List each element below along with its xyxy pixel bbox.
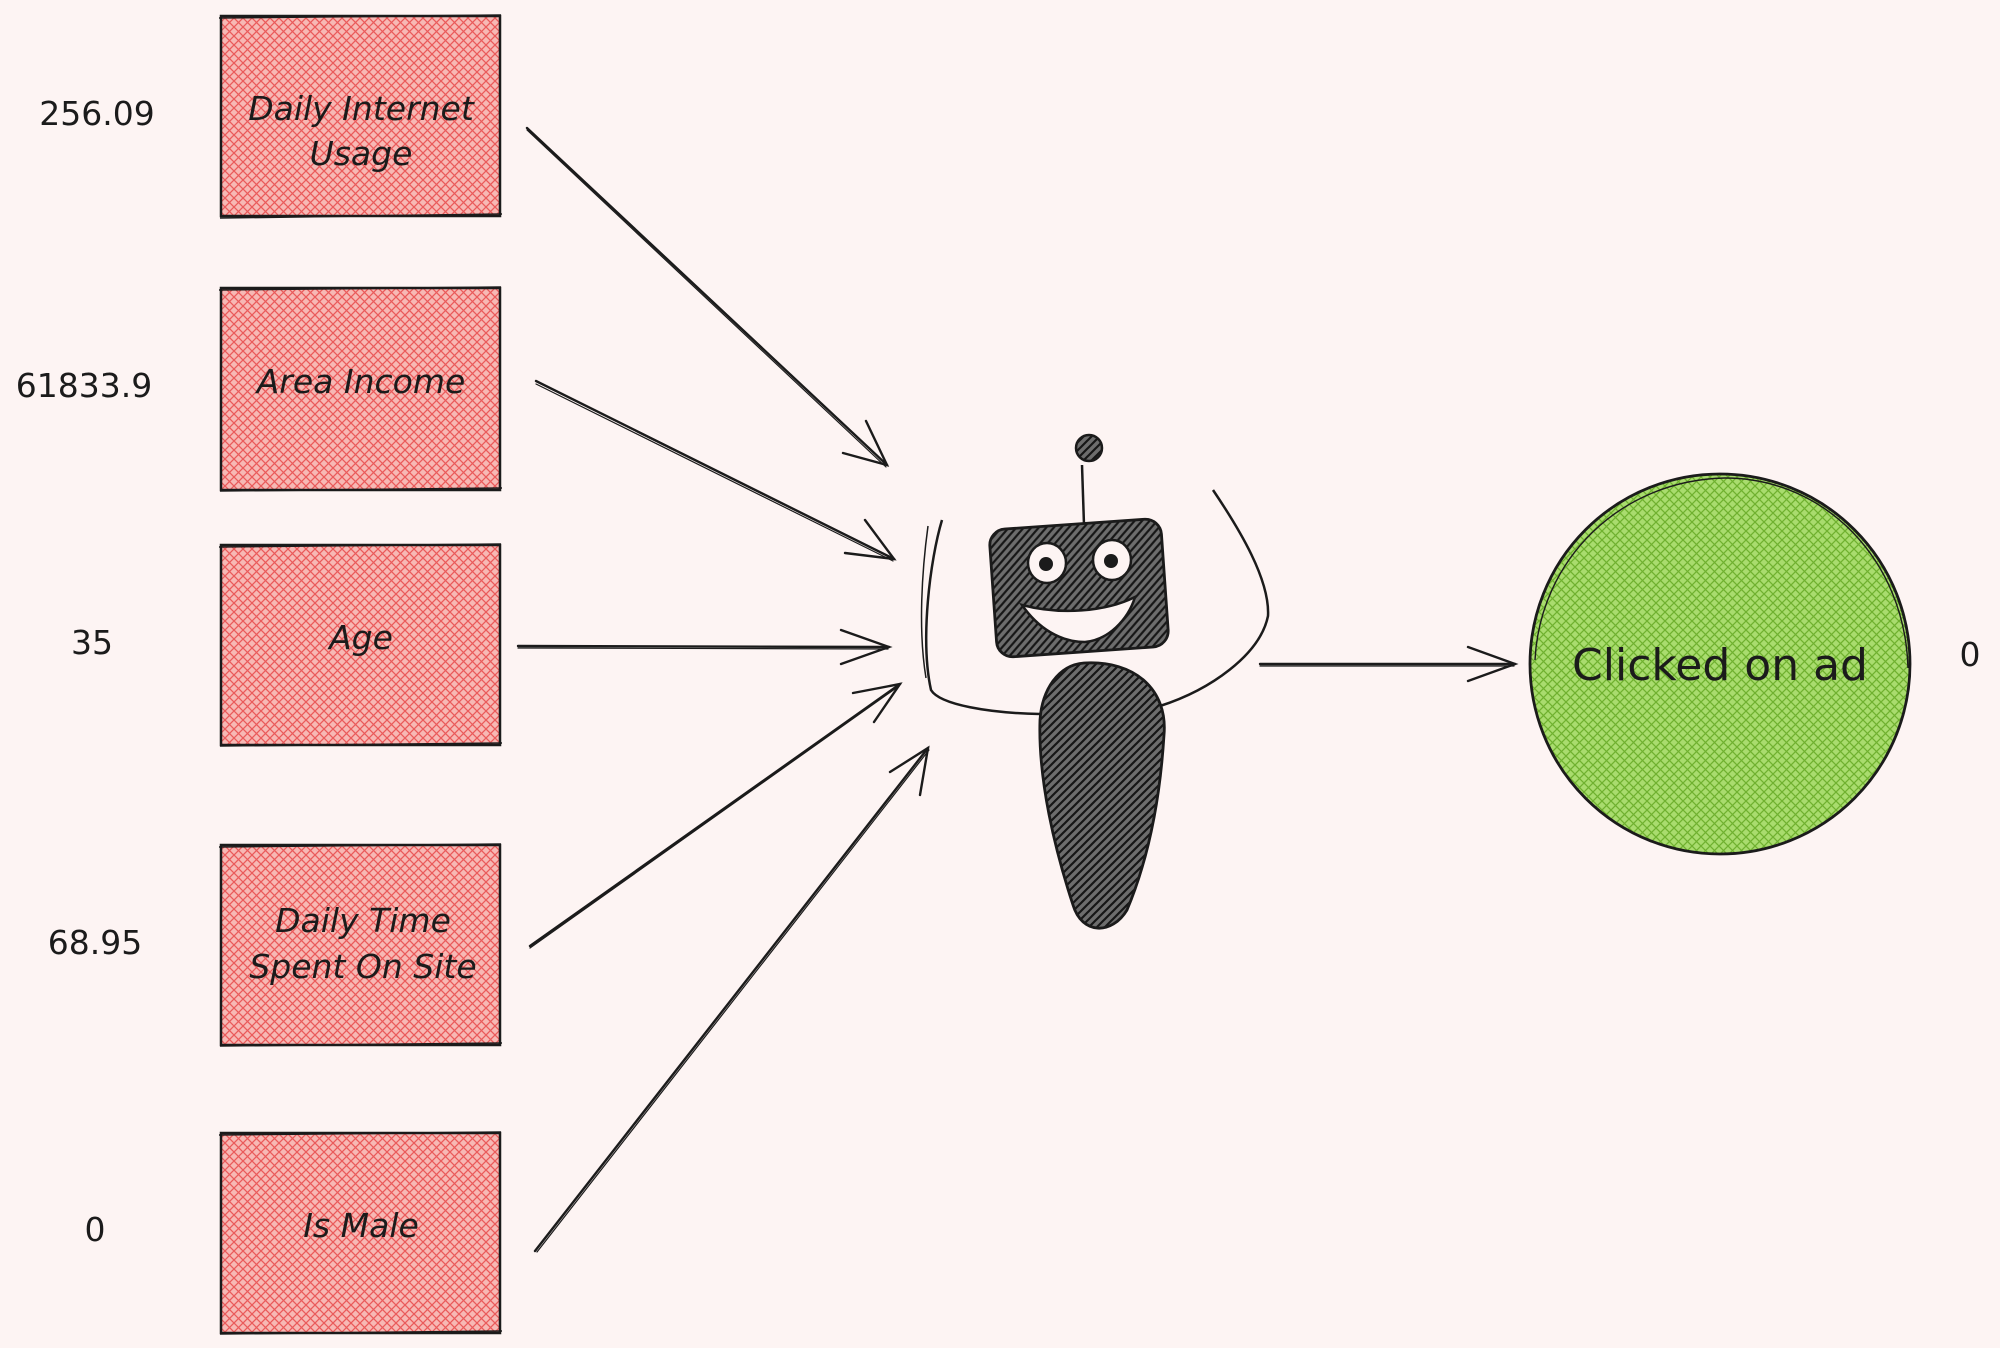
arrow-from-is-male	[533, 745, 930, 1253]
input-arrows	[516, 126, 930, 1253]
feature-label: Daily Time	[275, 901, 451, 940]
feature-daily-internet-usage: Daily Internet Usage 256.09	[39, 14, 503, 219]
feature-label: Is Male	[303, 1206, 419, 1245]
feature-label: Spent On Site	[249, 947, 476, 986]
feature-value: 35	[71, 623, 113, 662]
feature-label: Area Income	[255, 362, 466, 401]
feature-age: Age 35	[71, 543, 503, 747]
output-arrow	[1258, 645, 1519, 683]
feature-value: 68.95	[48, 923, 142, 962]
robot-body	[1038, 661, 1166, 930]
feature-value: 61833.9	[16, 366, 152, 405]
arrow-from-daily-time-spent-on-site	[528, 682, 903, 949]
robot-icon	[920, 433, 1270, 930]
arrow-from-age	[516, 628, 893, 666]
feature-label: Usage	[310, 134, 413, 173]
feature-area-income: Area Income 61833.9	[16, 286, 503, 492]
feature-label: Age	[327, 618, 393, 657]
feature-label: Daily Internet	[248, 89, 475, 128]
output-label: Clicked on ad	[1572, 640, 1868, 691]
feature-value: 256.09	[39, 94, 154, 133]
arrow-from-area-income	[534, 379, 897, 562]
robot-head	[988, 517, 1170, 659]
output-node: Clicked on ad 0	[1528, 472, 1981, 856]
feature-is-male: Is Male 0	[85, 1131, 503, 1335]
feature-daily-time-spent-on-site: Daily Time Spent On Site 68.95	[48, 843, 503, 1047]
feature-value: 0	[85, 1210, 106, 1249]
arrow-from-daily-internet-usage	[525, 126, 890, 468]
output-value: 0	[1960, 635, 1981, 674]
